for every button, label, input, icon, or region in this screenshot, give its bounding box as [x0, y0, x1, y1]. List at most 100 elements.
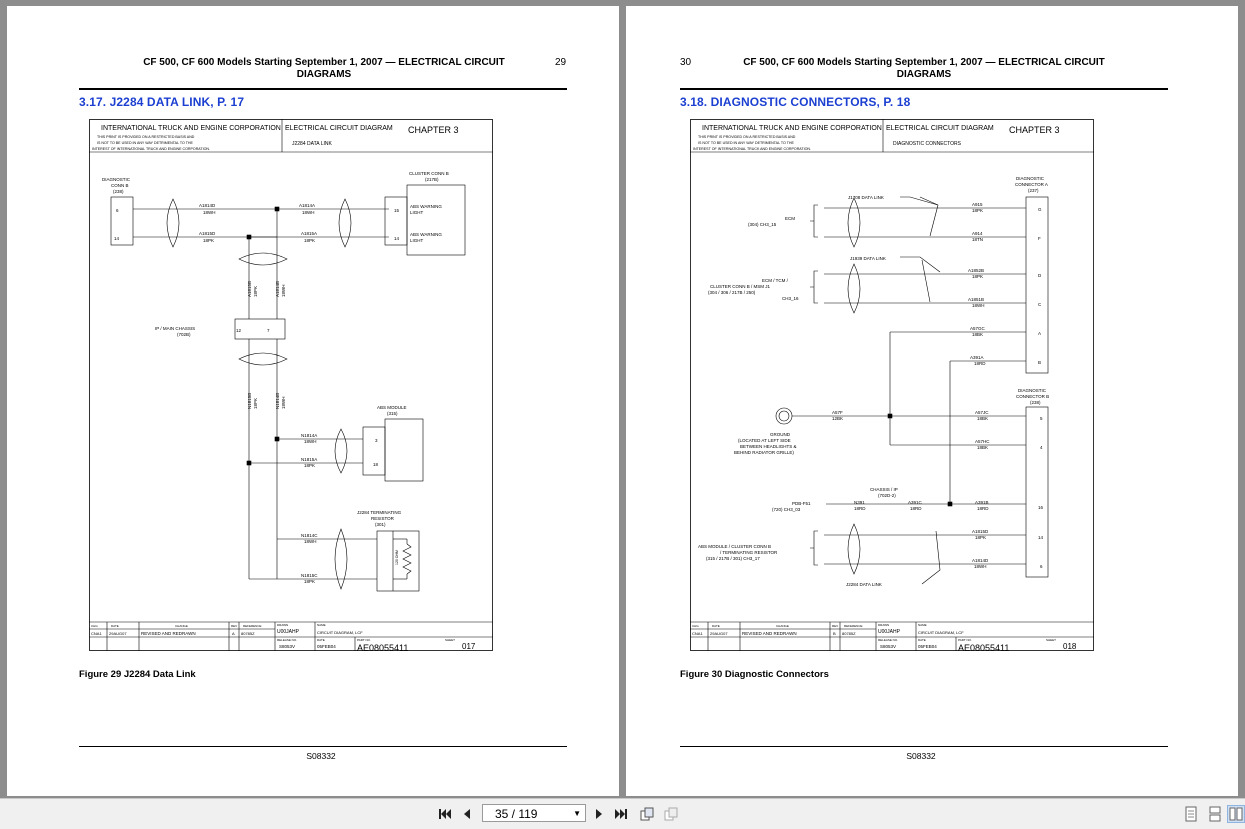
tb-date-label: DATE	[317, 638, 325, 642]
wire-label: A57GC	[970, 326, 986, 331]
tb-reference: REFERENCE	[844, 624, 863, 628]
pin-label: A	[1038, 331, 1041, 336]
tb-drawn-value: U00JAHP	[878, 629, 901, 635]
header-rule	[79, 88, 567, 90]
tb-release: RELEASE NO.	[277, 638, 297, 642]
conn-a-label3: (237)	[1028, 188, 1039, 193]
diag-connector-box	[110, 196, 134, 246]
next-page-icon[interactable]	[590, 805, 608, 823]
page-select-dropdown-icon[interactable]: ▼	[573, 809, 581, 818]
wire-label: A57HC	[975, 439, 990, 444]
tb-name-value: CIRCUIT DIAGRAM, LCF	[317, 630, 363, 635]
wire-gauge: 18RD	[974, 361, 986, 366]
abs-module-label: ABS MODULE	[377, 405, 407, 410]
tb-drawn: DRAWN	[878, 623, 889, 627]
wire-gauge: 18WH	[302, 210, 315, 215]
wire-label: A1851B	[968, 297, 984, 302]
section-title: 3.17. J2284 DATA LINK, P. 17	[79, 95, 245, 109]
wire-label: A1814D	[199, 203, 216, 208]
first-page-icon[interactable]	[436, 805, 454, 823]
page-number: 29	[555, 57, 567, 68]
footer-rule	[79, 746, 567, 747]
j1939-label: J1939 DATA LINK	[850, 256, 886, 261]
pin-label: 14	[394, 236, 400, 241]
wire-label: A1852B	[968, 268, 984, 273]
notice-line2: IS NOT TO BE USED IN ANY WAY DETRIMENTAL…	[698, 141, 795, 145]
page-indicator: 35 / 119	[495, 807, 538, 821]
tb-rev: REV	[231, 624, 237, 628]
wire-gauge: 18BK	[977, 445, 988, 450]
ip-main-chassis-label2: (702B)	[177, 332, 191, 337]
wire-label: N391	[854, 500, 865, 505]
header-title-line2: DIAGRAMS	[896, 69, 952, 80]
wire-label: N1815B	[247, 393, 252, 409]
wire-gauge: 18BK	[972, 332, 983, 337]
pdf-page-left: CF 500, CF 600 Models Starting September…	[7, 6, 619, 796]
copy-page-icon[interactable]	[662, 805, 680, 823]
doc-title: ELECTRICAL CIRCUIT DIAGRAM	[886, 125, 994, 132]
wire-gauge: 18WH	[281, 396, 286, 409]
wire-gauge: 18PK	[304, 238, 315, 243]
j2284-label: J2284 DATA LINK	[846, 582, 882, 587]
conn-a-label: DIAGNOSTIC	[1016, 176, 1045, 181]
ecm-label2: (304) CH3_15	[748, 222, 777, 227]
wire-label: A1815D	[972, 529, 989, 534]
pin-label: B	[1038, 360, 1041, 365]
tb-release-value: S8053V	[279, 644, 295, 649]
single-page-view-icon[interactable]	[1182, 805, 1200, 823]
tb-release-value: S8053V	[880, 644, 896, 649]
notice-line3: INTEREST OF INTERNATIONAL TRUCK AND ENGI…	[693, 147, 811, 151]
tb-date-value2: 05FEB04	[317, 644, 336, 649]
abs-warning-label2: LIGHT	[410, 210, 424, 215]
tb-sheet: SHEET	[445, 638, 455, 642]
ch316-label: CH3_16	[782, 296, 799, 301]
wire-gauge: 18WH	[304, 539, 317, 544]
footer-code: S08332	[906, 751, 936, 761]
tb-part-value: AE08055411	[958, 643, 1009, 651]
continuous-view-icon[interactable]	[1206, 805, 1224, 823]
wire-label: A1815D	[199, 231, 216, 236]
wire-label: N1814A	[301, 433, 317, 438]
tb-drawn-value: U00JAHP	[277, 629, 300, 635]
tb-date: DATE	[712, 624, 720, 628]
pin-label: 18	[373, 462, 379, 467]
wire-label: A57JC	[975, 410, 989, 415]
wire-gauge: 18PK	[304, 579, 315, 584]
chapter-label: CHAPTER 3	[1009, 125, 1060, 135]
last-page-icon[interactable]	[612, 805, 630, 823]
tb-chg: CHG	[91, 624, 98, 628]
pin-label: 5	[1040, 416, 1043, 421]
wire-gauge: 18PK	[972, 208, 983, 213]
tb-reference-value: 80785Z	[842, 631, 856, 636]
wire-label: N1814C	[301, 533, 318, 538]
abs-warning-label2: LIGHT	[410, 238, 424, 243]
abs-module-label2: (315)	[387, 411, 398, 416]
pin-label: G	[1038, 207, 1042, 212]
wire-label: A915	[972, 202, 983, 207]
page-number-select[interactable]: 35 / 119 ▼	[482, 804, 586, 822]
pin-label: 6	[116, 208, 119, 213]
wire-gauge: 18WH	[281, 284, 286, 297]
tb-change-value: REVISED AND REDRAWN	[141, 631, 196, 636]
tb-part: PART NO.	[958, 638, 972, 642]
footer-rule	[680, 746, 1168, 747]
tb-date-value: 29AUG07	[109, 631, 127, 636]
rotate-page-icon[interactable]	[638, 805, 656, 823]
prev-page-icon[interactable]	[458, 805, 476, 823]
conn-b-label2: CONNECTOR B	[1016, 394, 1049, 399]
tb-rev-value: A	[232, 631, 235, 636]
notice-line1: THIS PRINT IS PROVIDED ON A RESTRICTED B…	[698, 135, 796, 139]
viewer-toolbar: 35 / 119 ▼	[0, 798, 1245, 829]
conn-a-label2: CONNECTOR A	[1015, 182, 1048, 187]
wire-gauge: 18PK	[203, 238, 214, 243]
cluster-conn-label2: (217B)	[425, 177, 439, 182]
chapter-label: CHAPTER 3	[408, 125, 459, 135]
abs-cluster-label3: (315 / 217B / 301) CH3_17	[706, 556, 760, 561]
tb-drawn: DRAWN	[277, 623, 288, 627]
tb-change: CHANGE	[776, 624, 789, 628]
tb-date-value2: 05FEB04	[918, 644, 937, 649]
company-name: INTERNATIONAL TRUCK AND ENGINE CORPORATI…	[101, 125, 281, 132]
section-title: 3.18. DIAGNOSTIC CONNECTORS, P. 18	[680, 95, 911, 109]
wire-gauge: 18BK	[977, 416, 988, 421]
two-page-view-icon[interactable]	[1227, 805, 1245, 823]
